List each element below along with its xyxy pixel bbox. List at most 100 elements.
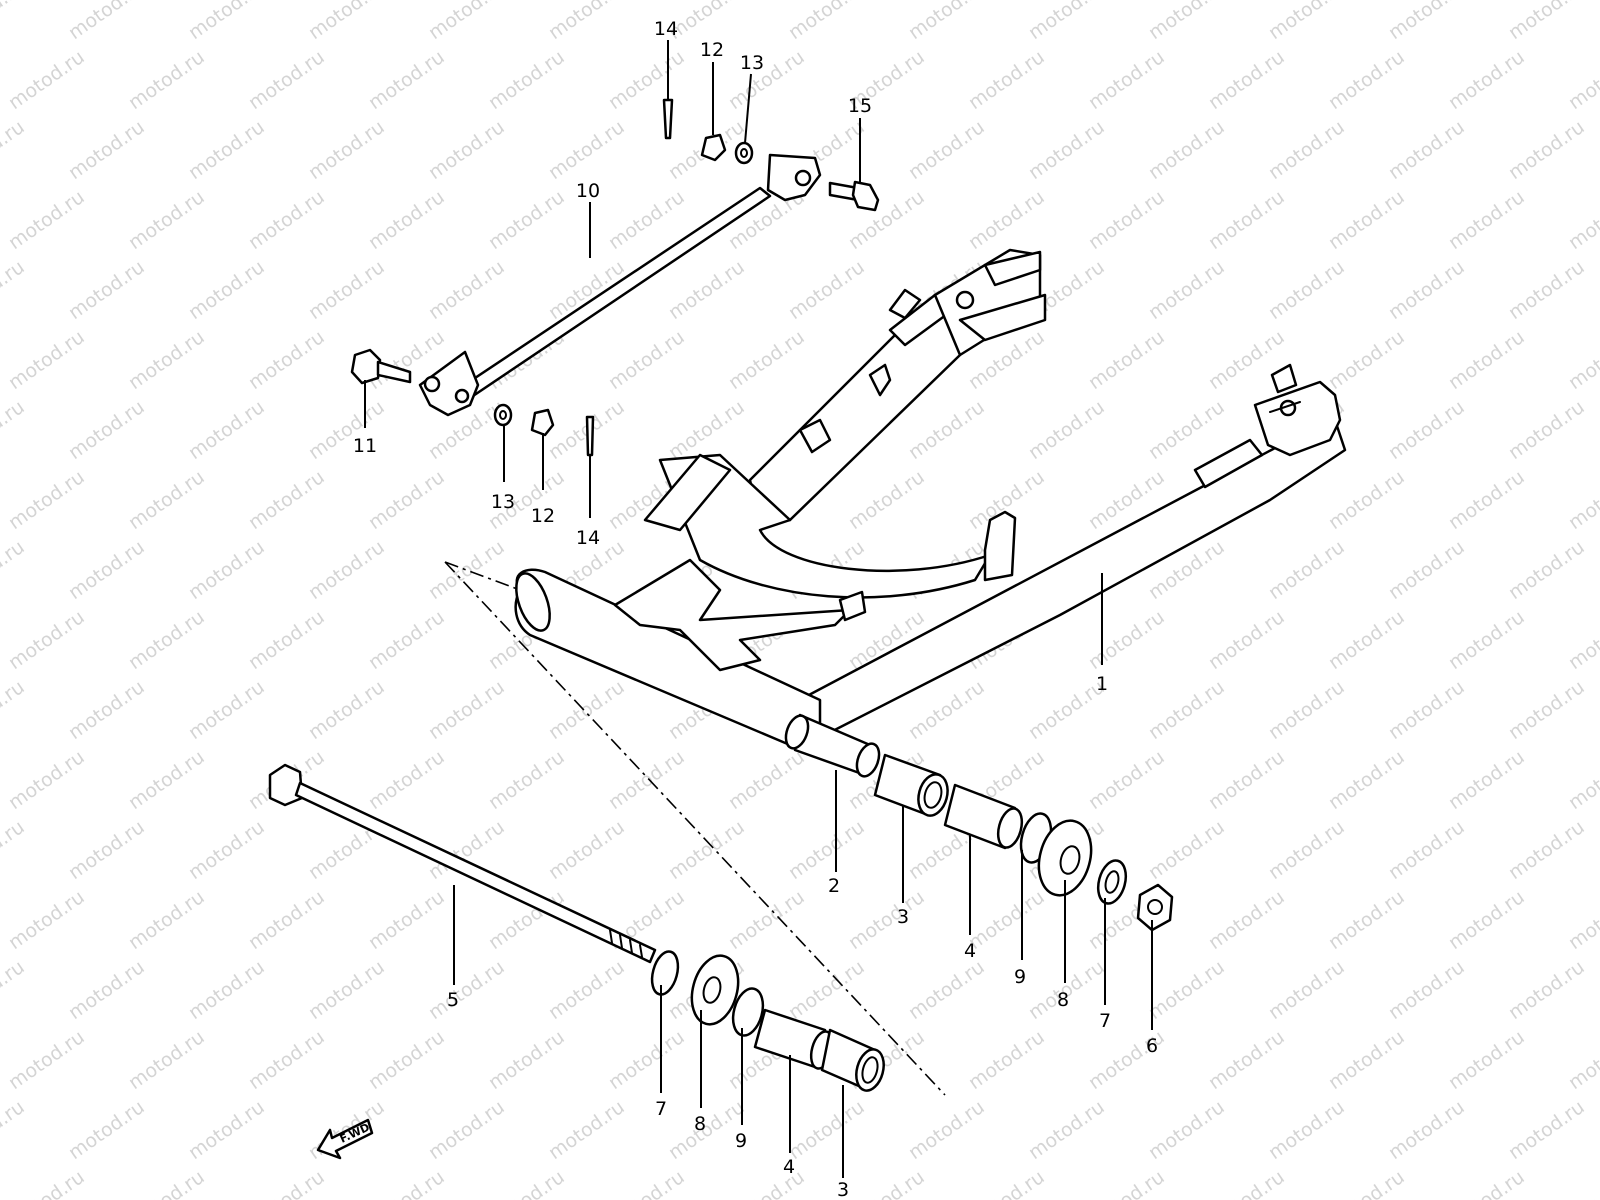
watermark-text: motod.ru [1505,1096,1589,1164]
watermark-text: motod.ru [1265,536,1349,604]
watermark-text: motod.ru [425,1096,509,1164]
watermark-text: motod.ru [1265,676,1349,744]
watermark-text: motod.ru [1565,606,1600,674]
watermark-text: motod.ru [1145,816,1229,884]
watermark-text: motod.ru [5,886,89,954]
watermark-text: motod.ru [425,956,509,1024]
label-9-left: 9 [735,1130,747,1152]
needle-bearing-right [873,753,949,817]
watermark-text: motod.ru [125,746,209,814]
spacer-right [943,783,1024,850]
watermark-text: motod.ru [125,46,209,114]
watermark-text: motod.ru [1385,116,1469,184]
watermark-text: motod.ru [1325,746,1409,814]
watermark-text: motod.ru [1445,466,1529,534]
watermark-text: motod.ru [245,606,329,674]
watermark-text: motod.ru [1325,886,1409,954]
watermark-text: motod.ru [665,396,749,464]
watermark-text: motod.ru [1565,186,1600,254]
watermark-text: motod.ru [1385,396,1469,464]
watermark-text: motod.ru [1025,396,1109,464]
watermark-text: motod.ru [545,116,629,184]
watermark-text: motod.ru [905,116,989,184]
label-14-top: 14 [654,18,678,40]
alignment-guide [444,561,946,1096]
watermark-text: motod.ru [605,1026,689,1094]
watermark-text: motod.ru [485,1166,569,1200]
watermark-text: motod.ru [425,256,509,324]
watermark-text: motod.ru [125,1166,209,1200]
bolt-15 [828,180,880,212]
part-numbers: 14 12 13 15 10 11 13 12 14 1 2 3 4 9 8 7… [353,18,1158,1200]
watermark-text: motod.ru [1205,1166,1289,1200]
watermark-text: motod.ru [1325,326,1409,394]
watermark-text: motod.ru [1505,396,1589,464]
watermark-text: motod.ru [1445,326,1529,394]
watermark-text: motod.ru [5,746,89,814]
watermark-text: motod.ru [545,956,629,1024]
washer-7-right [1096,859,1128,905]
watermark-text: motod.ru [965,46,1049,114]
watermark-text: motod.ru [65,256,149,324]
watermark-text: motod.ru [1085,326,1169,394]
watermark-text: motod.ru [785,0,869,44]
watermark-text: motod.ru [1205,746,1289,814]
watermark-text: motod.ru [0,396,29,464]
top-hardware [662,98,754,165]
washer-7-left [650,950,680,996]
watermark-text: motod.ru [185,676,269,744]
watermark-text: motod.ru [1445,1166,1529,1200]
watermark-text: motod.ru [125,186,209,254]
watermark-text: motod.ru [185,256,269,324]
watermark-text: motod.ru [1205,186,1289,254]
watermark-text: motod.ru [1385,676,1469,744]
watermark-text: motod.ru [185,116,269,184]
watermark-text: motod.ru [5,1026,89,1094]
watermark-text: motod.ru [0,1096,29,1164]
watermark-text: motod.ru [125,326,209,394]
watermark-text: motod.ru [785,1096,869,1164]
watermark-text: motod.ru [125,1026,209,1094]
watermark-text: motod.ru [605,326,689,394]
watermark-text: motod.ru [0,816,29,884]
bolt-11 [350,348,412,385]
torque-rod [418,153,822,417]
watermark-text: motod.ru [1445,1026,1529,1094]
watermark-text: motod.ru [305,536,389,604]
watermark-text: motod.ru [5,1166,89,1200]
watermark-text: motod.ru [1145,956,1229,1024]
watermark-text: motod.ru [965,1026,1049,1094]
label-8-left: 8 [694,1113,706,1135]
watermark-text: motod.ru [1265,0,1349,44]
watermark-text: motod.ru [1445,186,1529,254]
watermark-text: motod.ru [1565,1026,1600,1094]
watermark-text: motod.ru [1205,886,1289,954]
watermark-text: motod.ru [425,536,509,604]
watermark-text: motod.ru [1265,816,1349,884]
watermark-text: motod.ru [65,816,149,884]
watermark-text: motod.ru [725,326,809,394]
watermark-text: motod.ru [605,746,689,814]
watermark-text: motod.ru [1025,116,1109,184]
watermark-text: motod.ru [185,1096,269,1164]
watermark-text: motod.ru [365,1026,449,1094]
label-6: 6 [1146,1035,1158,1057]
watermark-text: motod.ru [965,886,1049,954]
watermark-text: motod.ru [425,0,509,44]
watermark-text: motod.ru [425,116,509,184]
label-10: 10 [576,180,600,202]
watermark-text: motod.ru [65,0,149,44]
watermark-text: motod.ru [1445,606,1529,674]
watermark-text: motod.ru [185,536,269,604]
watermark-text: motod.ru [1145,0,1229,44]
watermark-text: motod.ru [5,326,89,394]
watermark-text: motod.ru [125,606,209,674]
watermark-text: motod.ru [0,676,29,744]
watermark-text: motod.ru [245,886,329,954]
watermark-text: motod.ru [605,46,689,114]
watermark-text: motod.ru [125,886,209,954]
watermark-text: motod.ru [1085,186,1169,254]
watermark-text: motod.ru [0,956,29,1024]
watermark-text: motod.ru [1085,1166,1169,1200]
